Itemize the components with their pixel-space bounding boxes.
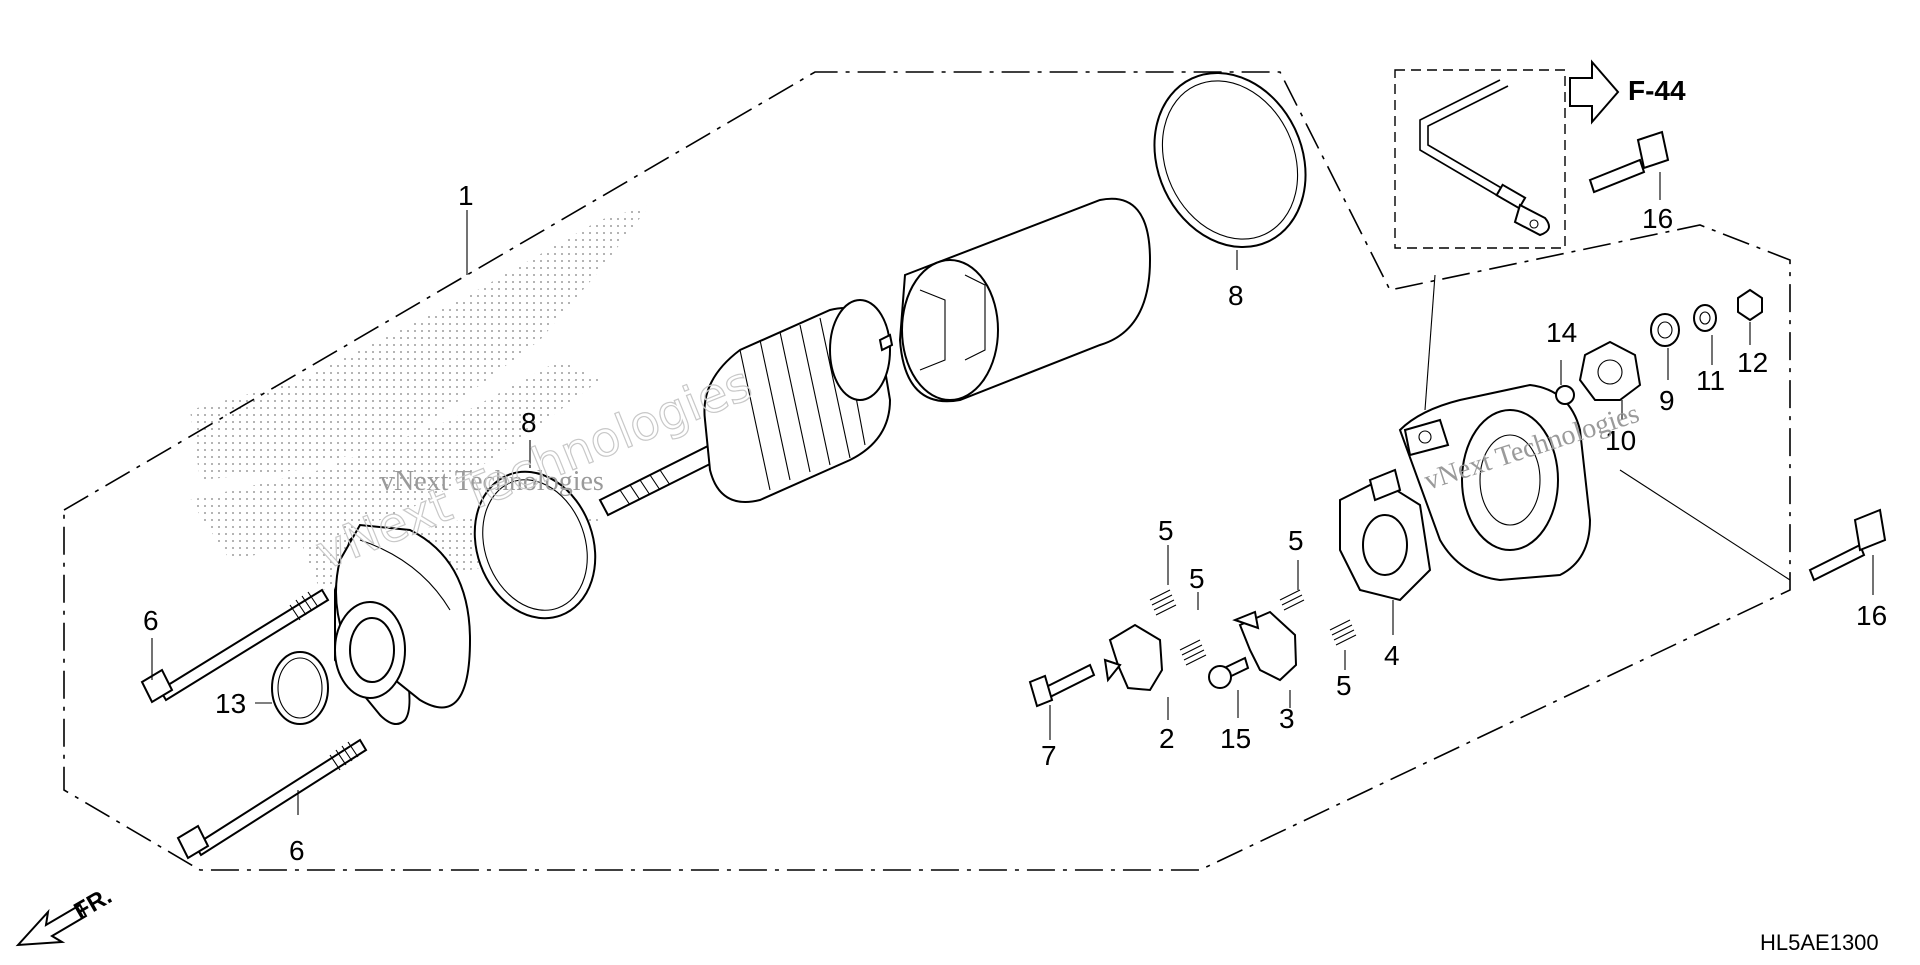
callout-14: 14 bbox=[1546, 317, 1577, 348]
o-ring bbox=[271, 651, 329, 725]
reference-arrow: F-44 bbox=[1569, 59, 1686, 125]
armature bbox=[598, 299, 894, 517]
callout-13: 13 bbox=[215, 688, 246, 719]
brush-set-right bbox=[1232, 610, 1298, 682]
through-bolt-lower bbox=[176, 738, 368, 860]
through-bolt-upper bbox=[140, 588, 330, 704]
brush-holder bbox=[1339, 468, 1432, 602]
callout-5a: 5 bbox=[1158, 515, 1174, 546]
harness-wire bbox=[1419, 79, 1550, 411]
screw-7 bbox=[1028, 663, 1096, 708]
callout-3: 3 bbox=[1279, 703, 1295, 734]
callout-5d: 5 bbox=[1336, 670, 1352, 701]
callout-15: 15 bbox=[1220, 723, 1251, 754]
flange-bolt-lower bbox=[1808, 508, 1887, 582]
rear-cover bbox=[1398, 383, 1592, 582]
seal-ring-right bbox=[1153, 71, 1307, 249]
callout-labels: 1 2 3 4 5 5 5 5 6 6 7 8 8 9 10 11 12 13 … bbox=[143, 180, 1887, 866]
reference-label: F-44 bbox=[1628, 75, 1686, 106]
diagram-code: HL5AE1300 bbox=[1760, 930, 1879, 955]
callout-1: 1 bbox=[458, 180, 474, 211]
terminal-parts bbox=[1555, 288, 1763, 405]
brush-set-left bbox=[1103, 623, 1164, 692]
callout-16b: 16 bbox=[1856, 600, 1887, 631]
screw-15 bbox=[1208, 656, 1250, 689]
seal-ring-left bbox=[473, 470, 597, 620]
brush-springs bbox=[1149, 589, 1357, 666]
watermark-1: vNext Technologies bbox=[380, 466, 604, 497]
front-direction-indicator: FR. bbox=[15, 882, 116, 947]
leader-lines bbox=[151, 172, 1874, 815]
callout-6b: 6 bbox=[289, 835, 305, 866]
callout-8b: 8 bbox=[1228, 280, 1244, 311]
callout-12: 12 bbox=[1737, 347, 1768, 378]
flange-bolt-upper bbox=[1588, 130, 1670, 194]
front-housing bbox=[334, 523, 472, 725]
callout-5b: 5 bbox=[1189, 563, 1205, 594]
callout-5c: 5 bbox=[1288, 525, 1304, 556]
callout-9: 9 bbox=[1659, 385, 1675, 416]
callout-2: 2 bbox=[1159, 723, 1175, 754]
callout-10: 10 bbox=[1605, 425, 1636, 456]
callout-8a: 8 bbox=[521, 407, 537, 438]
callout-4: 4 bbox=[1384, 640, 1400, 671]
harness-reference-box bbox=[1394, 69, 1566, 249]
callout-16a: 16 bbox=[1642, 203, 1673, 234]
callout-7: 7 bbox=[1041, 740, 1057, 771]
yoke-housing bbox=[898, 197, 1152, 403]
assembly-outline bbox=[63, 71, 1791, 871]
callout-11: 11 bbox=[1696, 365, 1725, 396]
callout-6a: 6 bbox=[143, 605, 159, 636]
